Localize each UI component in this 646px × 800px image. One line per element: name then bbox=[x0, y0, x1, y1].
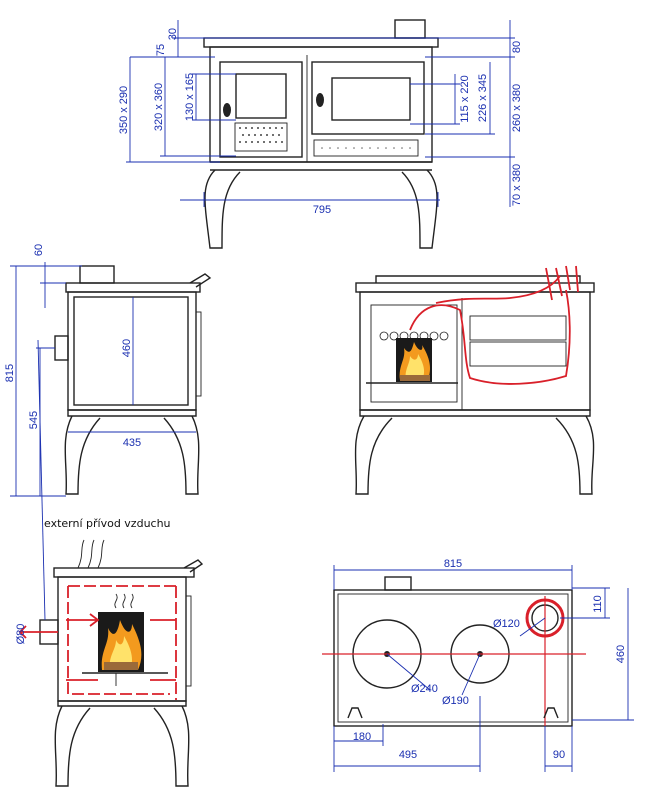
front-top-plate bbox=[203, 37, 439, 48]
dim-air-inlet-dia: Ø80 bbox=[15, 624, 27, 645]
dim-front-top-gap: 30 bbox=[167, 28, 179, 40]
airflow-fire bbox=[98, 612, 144, 672]
left-corner-clip bbox=[347, 707, 363, 719]
cut-left-leg bbox=[354, 415, 393, 495]
dim-top-center-offset: 495 bbox=[399, 749, 417, 761]
fire-door bbox=[219, 61, 303, 158]
cut-firebox bbox=[370, 304, 458, 403]
dim-top-right-offset: 90 bbox=[553, 749, 565, 761]
cut-flow-top bbox=[435, 275, 561, 304]
side-right-leg bbox=[163, 415, 200, 495]
side-top-plate bbox=[65, 282, 201, 293]
side-left-leg bbox=[64, 415, 101, 495]
dim-front-top-plate: 75 bbox=[155, 44, 167, 56]
front-base bbox=[210, 161, 432, 171]
oven-door-handle bbox=[316, 93, 324, 107]
airflow-right-leg bbox=[153, 705, 190, 787]
cut-rail bbox=[375, 275, 581, 283]
side-flue-collar bbox=[79, 265, 115, 284]
airflow-smoke bbox=[77, 539, 105, 569]
oven-door bbox=[311, 61, 425, 135]
dim-top-left-offset: 180 bbox=[353, 731, 371, 743]
dim-front-body-height: 350 x 290 bbox=[118, 86, 130, 134]
dim-front-firebox: 130 x 165 bbox=[184, 73, 196, 121]
cut-flow-exhaust bbox=[545, 265, 579, 301]
fire-window bbox=[235, 73, 287, 119]
cut-right-leg bbox=[555, 415, 595, 495]
dim-front-right-mid: 260 x 380 bbox=[511, 84, 523, 132]
dim-side-flue: 60 bbox=[33, 244, 45, 256]
ash-grille bbox=[234, 122, 288, 152]
front-view: 30 75 350 x 290 320 x 360 130 x 165 115 … bbox=[118, 19, 523, 249]
airflow-left-leg bbox=[54, 705, 91, 787]
cut-oven-lower bbox=[469, 341, 567, 367]
top-dimensions bbox=[333, 565, 634, 772]
dim-top-flue-dia: Ø120 bbox=[493, 618, 520, 630]
airflow-rail bbox=[183, 559, 204, 573]
front-dimensions bbox=[126, 20, 515, 207]
oven-drawer bbox=[313, 139, 419, 157]
side-handle bbox=[195, 311, 202, 397]
dim-side-depth: 435 bbox=[123, 437, 141, 449]
dim-front-oven-outer: 226 x 345 bbox=[477, 74, 489, 122]
airflow-top-plate bbox=[53, 567, 195, 578]
side-base bbox=[67, 409, 197, 417]
side-dimensions bbox=[10, 262, 196, 497]
oven-window bbox=[331, 77, 411, 121]
dim-front-right-top: 80 bbox=[511, 41, 523, 53]
airflow-leader bbox=[37, 339, 46, 621]
side-door bbox=[73, 296, 189, 406]
dim-top-flue-offset: 110 bbox=[592, 595, 604, 613]
top-plate bbox=[333, 589, 573, 727]
front-right-leg bbox=[401, 169, 438, 249]
side-rail bbox=[189, 273, 212, 288]
fire-door-handle bbox=[223, 103, 231, 117]
cut-flow-loop bbox=[409, 289, 571, 385]
external-air-caption: externí přívod vzduchu bbox=[44, 517, 171, 530]
cut-oven-upper bbox=[469, 315, 567, 341]
top-view: 815 110 460 Ø120 Ø240 Ø190 180 495 90 bbox=[322, 558, 634, 772]
right-corner-clip bbox=[543, 707, 559, 719]
dim-front-width: 795 bbox=[313, 204, 331, 216]
cut-fire bbox=[396, 338, 432, 382]
dim-side-height: 815 bbox=[4, 364, 16, 382]
ash-grille-dots bbox=[239, 127, 283, 143]
dim-top-ring-large: Ø240 bbox=[411, 683, 438, 695]
side-air-inlet bbox=[54, 335, 69, 361]
dim-front-oven-inner: 115 x 220 bbox=[459, 75, 471, 123]
cut-body bbox=[359, 291, 591, 411]
airflow-heat bbox=[114, 593, 134, 609]
dim-top-width: 815 bbox=[444, 558, 462, 570]
airflow-arrows bbox=[18, 613, 176, 681]
dim-front-door-outer: 320 x 360 bbox=[153, 83, 165, 131]
dim-side-air-inlet: 545 bbox=[28, 411, 40, 429]
dim-side-door: 460 bbox=[121, 339, 133, 357]
airflow-channel bbox=[67, 585, 177, 700]
front-flue-collar bbox=[394, 19, 426, 39]
top-collar bbox=[384, 576, 412, 591]
front-left-leg bbox=[204, 169, 241, 249]
airflow-view bbox=[18, 339, 204, 787]
dim-front-right-bottom: 70 x 380 bbox=[511, 164, 523, 206]
dim-top-ring-small: Ø190 bbox=[442, 695, 469, 707]
side-view: 60 815 460 545 435 bbox=[4, 244, 212, 497]
cutaway-view bbox=[354, 265, 595, 495]
dim-top-depth: 460 bbox=[615, 645, 627, 663]
cut-top-plate bbox=[355, 282, 595, 293]
airflow-handle bbox=[185, 595, 192, 687]
